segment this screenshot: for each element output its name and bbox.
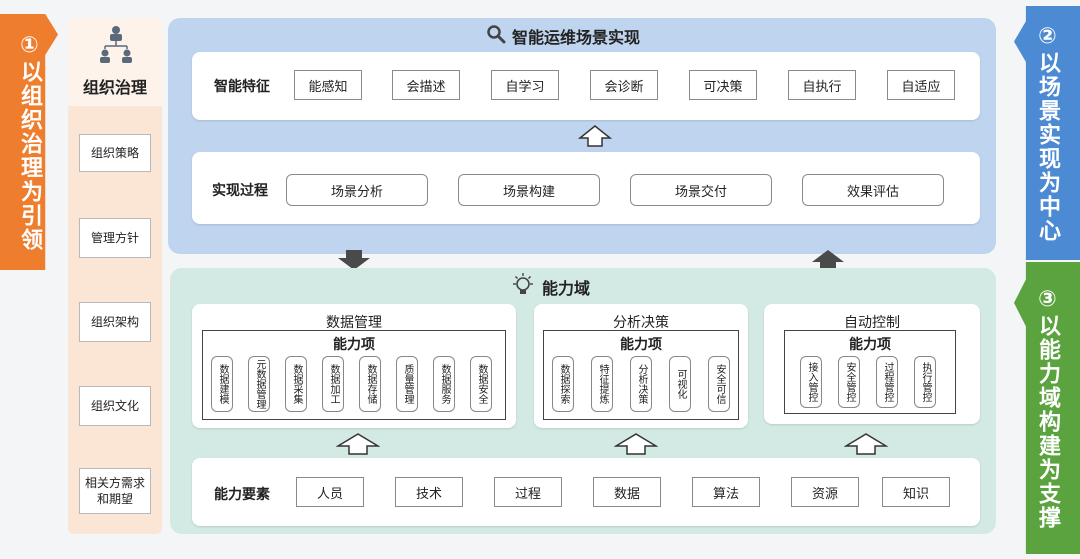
capability-item: 数据安全 (470, 356, 492, 412)
group-title: 数据管理 (326, 315, 382, 331)
capability-item: 元数据管理 (248, 356, 270, 412)
capability-item: 数据服务 (433, 356, 455, 412)
element-chip: 知识 (882, 477, 950, 507)
capability-items-frame (202, 330, 506, 420)
feature-chip: 会诊断 (590, 70, 658, 100)
capability-item: 数据加工 (322, 356, 344, 412)
element-chip: 人员 (296, 477, 364, 507)
capability-title: 能力域 (542, 279, 591, 298)
group-title: 分析决策 (613, 315, 669, 331)
feature-chip: 自适应 (887, 70, 955, 100)
up-arrow-dark-icon (810, 248, 846, 276)
scene-title: 智能运维场景实现 (512, 28, 641, 47)
capability-group-data-management (192, 304, 516, 428)
feature-chip: 自执行 (788, 70, 856, 100)
process-chip: 场景交付 (630, 174, 772, 206)
element-chip: 资源 (791, 477, 859, 507)
org-item-culture: 组织文化 (79, 386, 151, 426)
capability-item: 分析决策 (630, 356, 652, 412)
elements-label: 能力要素 (214, 487, 270, 503)
capability-item: 安全可信 (708, 356, 730, 412)
capability-item: 质量管理 (396, 356, 418, 412)
search-icon (486, 24, 506, 48)
lightbulb-icon (510, 272, 536, 302)
capability-item: 过程管控 (876, 356, 898, 408)
up-arrow-icon (577, 124, 613, 152)
capability-item: 接入管控 (800, 356, 822, 408)
org-item-structure: 组织架构 (79, 302, 151, 342)
up-arrow-icon (335, 432, 381, 460)
group-title: 自动控制 (844, 315, 900, 331)
capability-items-label: 能力项 (333, 337, 375, 353)
up-arrow-icon (843, 432, 889, 460)
element-chip: 数据 (593, 477, 661, 507)
capability-items-label: 能力项 (620, 337, 662, 353)
org-governance-title: 组织治理 (82, 78, 147, 97)
capability-title-group: 能力域 (510, 272, 590, 302)
element-chip: 算法 (692, 477, 760, 507)
down-arrow-icon (336, 248, 372, 276)
left-banner: ①以组织治理为引领 (0, 14, 58, 270)
capability-item: 特征提炼 (591, 356, 613, 412)
capability-items-frame (543, 330, 739, 420)
feature-chip: 会描述 (392, 70, 460, 100)
process-chip: 效果评估 (802, 174, 944, 206)
capability-item: 数据建模 (211, 356, 233, 412)
scene-title-group: 智能运维场景实现 (486, 24, 640, 48)
up-arrow-icon (613, 432, 659, 460)
capability-item: 安全管控 (838, 356, 860, 408)
features-label: 智能特征 (214, 79, 270, 95)
capability-items-label: 能力项 (849, 337, 891, 353)
capability-item: 数据采集 (285, 356, 307, 412)
right-top-banner: ②以场景实现为中心 (1014, 6, 1080, 260)
feature-chip: 自学习 (491, 70, 559, 100)
capability-item: 数据存储 (359, 356, 381, 412)
org-item-stakeholder: 相关方需求和期望 (79, 468, 151, 514)
process-chip: 场景分析 (286, 174, 428, 206)
process-label: 实现过程 (212, 183, 268, 199)
capability-item: 执行管控 (914, 356, 936, 408)
org-item-strategy: 组织策略 (79, 134, 151, 172)
element-chip: 技术 (395, 477, 463, 507)
capability-item: 数据探索 (552, 356, 574, 412)
feature-chip: 可决策 (689, 70, 757, 100)
feature-chip: 能感知 (294, 70, 362, 100)
capability-item: 可视化 (669, 356, 691, 412)
capability-items-frame (784, 330, 956, 414)
right-bottom-banner: ③以能力域构建为支撑 (1014, 262, 1080, 554)
process-chip: 场景构建 (458, 174, 600, 206)
org-item-policy: 管理方针 (79, 218, 151, 258)
org-chart-icon (98, 24, 134, 68)
element-chip: 过程 (494, 477, 562, 507)
